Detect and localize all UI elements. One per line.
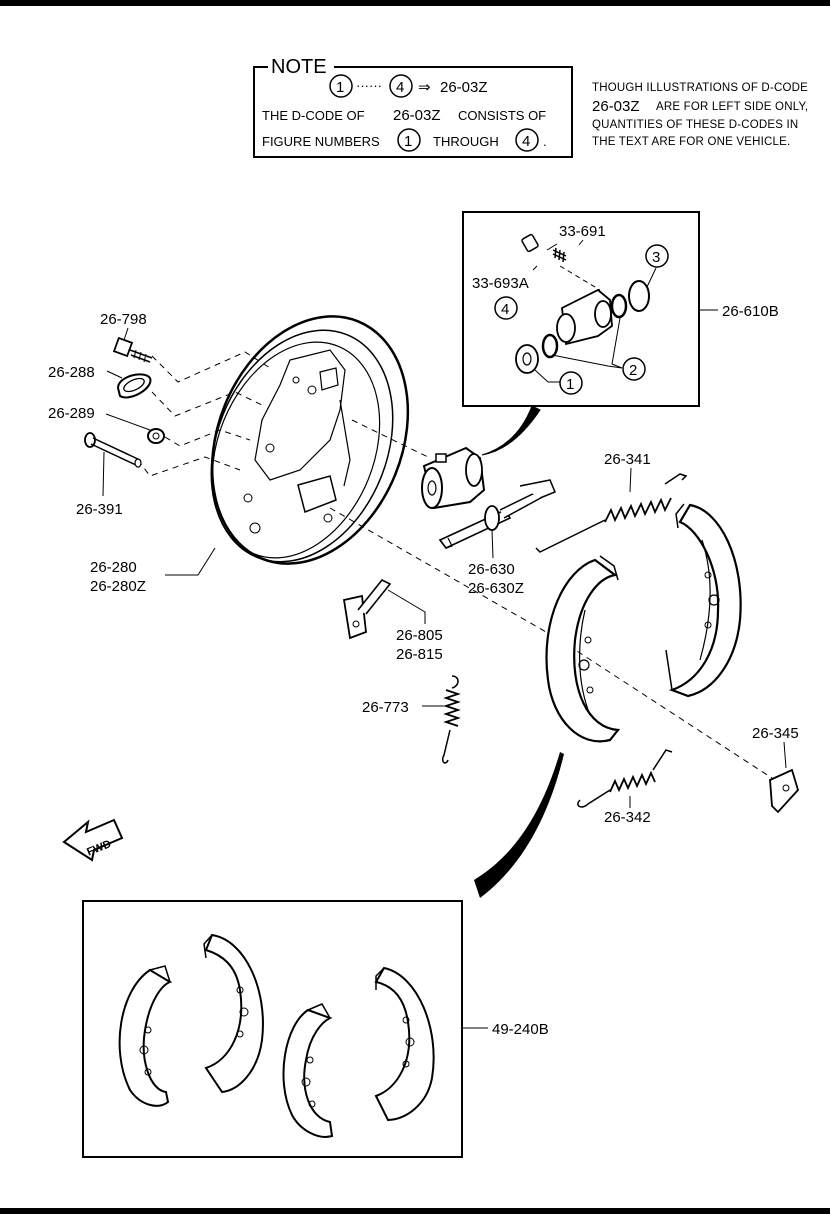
top-rule [0, 0, 830, 6]
part-49-240b-label: 49-240B [492, 1021, 549, 1038]
side-note-line1: THOUGH ILLUSTRATIONS OF D-CODE [592, 82, 808, 94]
note-range-code: 26-03Z [440, 79, 488, 96]
part-26-289-label: 26-289 [48, 405, 95, 422]
bolt-26-798 [112, 336, 153, 363]
fig-1-label: 1 [566, 376, 574, 393]
piston-seal-right [610, 293, 628, 319]
part-26-345-label: 26-345 [752, 725, 799, 742]
part-26-630-label: 26-630 [468, 561, 515, 578]
note-range-dots: ······ [356, 78, 382, 93]
note-line2-prefix: THE D-CODE OF [262, 108, 365, 123]
part-26-391-label: 26-391 [76, 501, 123, 518]
pin-26-391 [84, 432, 142, 468]
bottom-rule [0, 1208, 830, 1214]
piston-seal-left [541, 333, 559, 359]
part-33-691-label: 33-691 [559, 223, 606, 240]
note-line2-code: 26-03Z [393, 107, 441, 124]
bleeder-cap [521, 233, 539, 253]
note-box: NOTE 1 ······ 4 ⇒ 26-03Z THE D-CODE OF 2… [253, 56, 573, 158]
note-line3-to: 4 [522, 133, 530, 150]
wheel-cylinder [421, 446, 486, 510]
part-26-341-label: 26-341 [604, 451, 651, 468]
side-note-line4: THE TEXT ARE FOR ONE VEHICLE. [592, 136, 790, 148]
side-note-line2-code: 26-03Z [592, 98, 640, 115]
shoe-set-pointer [474, 752, 564, 898]
dust-boot [628, 280, 650, 312]
part-26-815-label: 26-815 [396, 646, 443, 663]
grommet-26-288 [116, 373, 152, 399]
note-line3-prefix: FIGURE NUMBERS [262, 134, 380, 149]
backing-plate [210, 315, 410, 565]
part-26-610b-label: 26-610B [722, 303, 779, 320]
fig-2-label: 2 [629, 362, 637, 379]
note-line3-end: . [543, 134, 547, 149]
note-title: NOTE [271, 56, 327, 78]
piston [515, 344, 539, 374]
part-26-280z-label: 26-280Z [90, 578, 146, 595]
part-26-630z-label: 26-630Z [468, 580, 524, 597]
brake-shoe-rear [665, 503, 742, 698]
cylinder-body [556, 288, 613, 346]
fig-4-label: 4 [501, 301, 509, 318]
part-26-288-label: 26-288 [48, 364, 95, 381]
lever-26-805 [342, 578, 392, 640]
clip-26-345 [769, 768, 800, 814]
note-line2-suffix: CONSISTS OF [458, 108, 546, 123]
shoe-set-inset: 49-240B [82, 900, 549, 1158]
part-33-693a-label: 33-693A [472, 275, 529, 292]
side-note-line3: QUANTITIES OF THESE D-CODES IN [592, 119, 798, 131]
part-26-342-label: 26-342 [604, 809, 651, 826]
adjuster-26-630 [438, 479, 556, 550]
part-26-805-label: 26-805 [396, 627, 443, 644]
note-range-end: 4 [396, 79, 404, 96]
part-26-280-label: 26-280 [90, 559, 137, 576]
part-26-798-label: 26-798 [100, 311, 147, 328]
part-26-773-label: 26-773 [362, 699, 409, 716]
nut-26-289 [147, 428, 165, 444]
note-range-start: 1 [336, 79, 344, 96]
spring-26-773 [441, 675, 461, 764]
inset-pointer [481, 405, 541, 456]
fig-3-label: 3 [652, 249, 660, 266]
brake-shoe-front [545, 555, 621, 743]
bleeder-screw [552, 247, 567, 263]
spring-26-341 [535, 473, 688, 553]
spring-26-342 [577, 749, 673, 808]
note-line3-mid: THROUGH [433, 134, 499, 149]
side-note-line2-rest: ARE FOR LEFT SIDE ONLY, [656, 101, 808, 113]
wheel-cylinder-inset: 1 2 3 4 33-691 33-693A 26-610B [462, 211, 779, 407]
fwd-arrow: FWD [62, 818, 124, 862]
note-arrow: ⇒ [418, 79, 431, 96]
side-note: THOUGH ILLUSTRATIONS OF D-CODE 26-03Z AR… [592, 82, 808, 148]
note-line3-from: 1 [404, 133, 412, 150]
